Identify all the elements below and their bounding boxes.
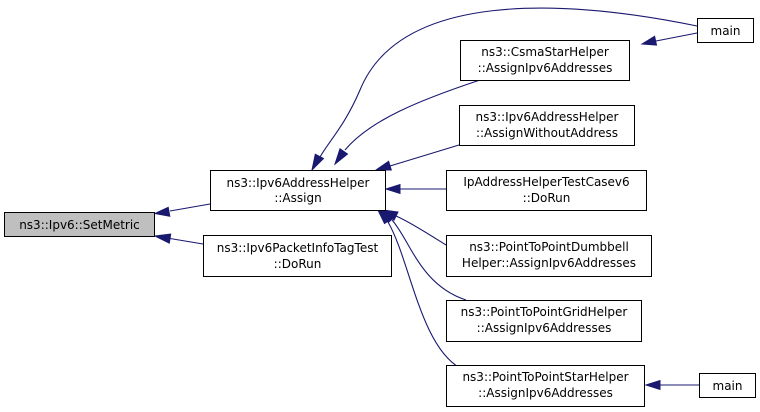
node-label-line2: ::AssignIpv6Addresses (478, 386, 613, 400)
edge-maintop-to-csma (655, 32, 698, 42)
node-address-helper-test-v6[interactable]: IpAddressHelperTestCasev6 ::DoRun (446, 170, 647, 211)
graph-edges (153, 7, 699, 391)
edge-arrowhead (311, 153, 325, 172)
node-csma-star-helper[interactable]: ns3::CsmaStarHelper ::AssignIpv6Addresse… (460, 40, 630, 81)
edge-arrowhead (644, 379, 661, 391)
node-packet-info-tag-test[interactable]: ns3::Ipv6PacketInfoTagTest ::DoRun (203, 235, 392, 277)
edge-maintop-to-assign (319, 7, 698, 158)
edge-arrowhead (640, 35, 658, 46)
node-main-top[interactable]: main (697, 18, 754, 43)
node-label-line2: ::DoRun (523, 191, 571, 205)
edge-arrowhead (374, 160, 392, 171)
node-label: main (713, 379, 743, 393)
node-label-line1: ns3::PointToPointDumbbell (469, 240, 629, 254)
edge-arrowhead (153, 206, 171, 217)
node-label-line1: ns3::PointToPointStarHelper (462, 370, 628, 384)
node-assign-without-address[interactable]: ns3::Ipv6AddressHelper ::AssignWithoutAd… (459, 105, 635, 146)
node-label-line1: ns3::CsmaStarHelper (481, 45, 609, 59)
node-label: ns3::Ipv6::SetMetric (19, 218, 140, 232)
edge-p2pstar-to-assign (387, 221, 461, 369)
node-label-line2: ::AssignIpv6Addresses (478, 61, 613, 75)
node-main-bottom[interactable]: main (699, 373, 756, 398)
node-label-line1: ns3::Ipv6AddressHelper (476, 110, 619, 124)
node-set-metric[interactable]: ns3::Ipv6::SetMetric (4, 212, 155, 237)
node-label-line2: ::AssignIpv6Addresses (477, 321, 612, 335)
edge-arrowhead (153, 233, 172, 244)
node-p2p-star-helper[interactable]: ns3::PointToPointStarHelper ::AssignIpv6… (446, 365, 645, 407)
edge-arrowhead (384, 183, 401, 195)
node-p2p-dumbbell-helper[interactable]: ns3::PointToPointDumbbell Helper::Assign… (446, 235, 652, 277)
node-label-line1: ns3::PointToPointGridHelper (461, 305, 628, 319)
edge-arrowhead (333, 148, 349, 166)
node-label-line1: IpAddressHelperTestCasev6 (463, 175, 629, 189)
edge-packetinfo-to-setmetric (169, 237, 204, 245)
edge-grid-to-assign (391, 219, 467, 301)
edge-csma-to-assign (344, 79, 481, 151)
node-address-helper-assign[interactable]: ns3::Ipv6AddressHelper ::Assign (210, 170, 386, 211)
edge-withoutaddr-to-assign (389, 144, 460, 167)
edge-dumbbell-to-assign (395, 215, 447, 246)
node-label-line1: ns3::Ipv6PacketInfoTagTest (217, 241, 379, 255)
node-label-line1: ns3::Ipv6AddressHelper (227, 176, 370, 190)
node-label-line2: ::Assign (274, 191, 321, 205)
node-p2p-grid-helper[interactable]: ns3::PointToPointGridHelper ::AssignIpv6… (446, 300, 642, 342)
node-label-line2: ::AssignWithoutAddress (476, 126, 618, 140)
node-label: main (711, 24, 741, 38)
edge-assign-to-setmetric (169, 203, 211, 212)
graph-nodes: ns3::Ipv6::SetMetric ns3::Ipv6AddressHel… (4, 18, 756, 407)
node-label-line2: Helper::AssignIpv6Addresses (462, 256, 636, 270)
edge-arrowhead (376, 208, 393, 225)
node-label-line2: ::DoRun (274, 257, 322, 271)
